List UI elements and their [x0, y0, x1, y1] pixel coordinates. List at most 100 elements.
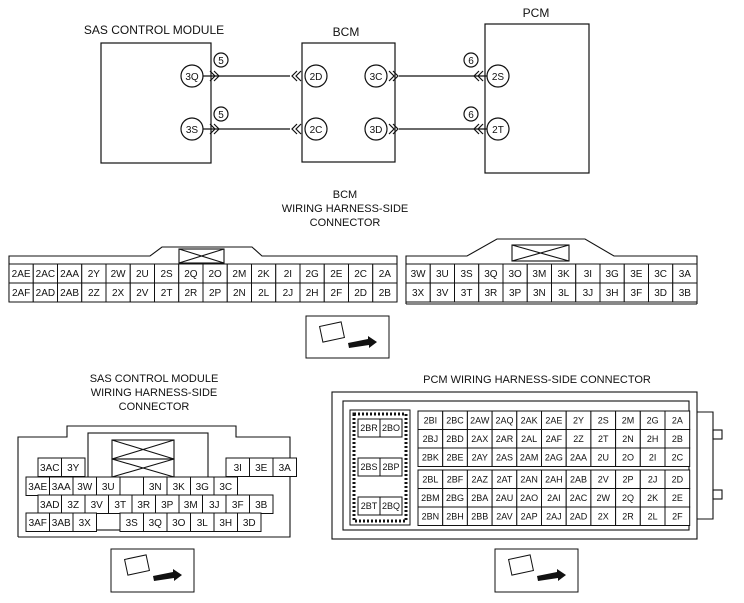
pin-label: 3I	[234, 463, 242, 474]
pin-label: 2J	[648, 474, 658, 484]
pin-label: 2N	[622, 434, 634, 444]
pin-label: 3U	[102, 482, 115, 493]
pin-label: 2F	[672, 511, 683, 521]
pin-label: 2G	[647, 415, 659, 425]
pin-label: 2BS	[360, 462, 377, 472]
pin-label: 2AC	[36, 269, 55, 280]
pin-label: 2I	[284, 269, 292, 280]
sas-connector-title: SAS CONTROL MODULE	[90, 373, 219, 385]
pin-label: 2AB	[570, 474, 587, 484]
pin-label: 2BH	[446, 511, 464, 521]
pin-label: 3X	[412, 288, 425, 299]
pin-label: 2K	[647, 493, 658, 503]
pin-label: 2BQ	[382, 501, 400, 511]
pin-label: 3J	[583, 288, 594, 299]
pin-label: 2S	[492, 72, 505, 83]
bcm-pin-3c	[364, 64, 388, 88]
pin-label: 2AA	[570, 452, 587, 462]
pin-label: 3I	[584, 269, 592, 280]
bcm-pin-2d	[304, 64, 328, 88]
pcm-title: PCM	[523, 6, 550, 20]
pin-label: 3O	[172, 518, 186, 529]
pin-label: 3W	[77, 482, 93, 493]
bcm-box	[301, 42, 396, 163]
pin-label: 3C	[370, 72, 383, 83]
circuit-number: 6	[468, 56, 474, 67]
pin-label: 3E	[630, 269, 643, 280]
pin-label: 2AE	[545, 415, 562, 425]
pin-label: 3S	[126, 518, 139, 529]
view-direction-symbol	[305, 315, 390, 359]
sas-connector-title: CONNECTOR	[119, 401, 190, 413]
sas-control-module-box	[100, 42, 212, 164]
pin-label: 2BB	[471, 511, 488, 521]
pin-label: 2H	[647, 434, 659, 444]
pin-label: 2AL	[521, 434, 537, 444]
pin-label: 3AE	[28, 482, 47, 493]
pin-cell	[272, 457, 297, 477]
pin-label: 2AO	[520, 493, 538, 503]
pcm-connector-title: PCM WIRING HARNESS-SIDE CONNECTOR	[423, 374, 651, 386]
pin-label: 3K	[558, 269, 571, 280]
pin-label: 2R	[184, 288, 197, 299]
bcm-right-connector-outline	[405, 238, 698, 305]
pin-label: 2AR	[496, 434, 514, 444]
pin-label: 2N	[233, 288, 246, 299]
pin-label: 3AD	[40, 500, 59, 511]
pin-label: 2E	[672, 493, 683, 503]
pin-label: 3Z	[67, 500, 79, 511]
pin-label: 2AG	[545, 452, 563, 462]
pin-label: 2D	[672, 474, 684, 484]
pin-label: 2B	[379, 288, 392, 299]
pin-label: 2Q	[622, 493, 634, 503]
pin-label: 2BI	[424, 415, 438, 425]
pin-cell	[664, 506, 691, 526]
pin-cell	[237, 512, 262, 532]
pin-label: 3D	[243, 518, 256, 529]
pin-label: 2Z	[573, 434, 584, 444]
pin-label: 2T	[492, 125, 504, 136]
pin-label: 2AJ	[546, 511, 562, 521]
circuit-number: 5	[218, 110, 224, 121]
sas-title: SAS CONTROL MODULE	[84, 23, 224, 37]
pin-label: 2AT	[497, 474, 513, 484]
pin-label: 2G	[305, 269, 319, 280]
pin-label: 3D	[654, 288, 667, 299]
pin-cell	[379, 496, 403, 516]
pin-label: 2AZ	[471, 474, 488, 484]
pin-label: 3M	[532, 269, 546, 280]
bcm-pin-2c	[304, 117, 328, 141]
pin-label: 3A	[679, 269, 692, 280]
pin-label: 2BF	[447, 474, 464, 484]
pin-label: 3R	[137, 500, 150, 511]
pin-label: 2H	[306, 288, 319, 299]
pin-label: 2O	[208, 269, 222, 280]
pin-label: 2AI	[547, 493, 561, 503]
pin-label: 3N	[533, 288, 546, 299]
pin-label: 2L	[648, 511, 658, 521]
pin-label: 3J	[209, 500, 220, 511]
bcm-title: BCM	[333, 25, 360, 39]
pin-label: 3V	[91, 500, 104, 511]
pin-label: 2BC	[446, 415, 464, 425]
pin-label: 2V	[136, 288, 149, 299]
circuit-number: 5	[218, 56, 224, 67]
pin-label: 2BP	[382, 462, 399, 472]
pin-label: 3G	[196, 482, 210, 493]
pin-label: 3AA	[52, 482, 71, 493]
pin-label: 2AD	[36, 288, 55, 299]
pin-label: 2AD	[570, 511, 588, 521]
pin-label: 2BJ	[423, 434, 439, 444]
pin-label: 2AE	[12, 269, 31, 280]
pin-label: 2BN	[422, 511, 440, 521]
pin-label: 3H	[606, 288, 619, 299]
bcm-connector-title: BCM	[333, 189, 357, 201]
pin-cell	[72, 512, 97, 532]
pin-label: 2D	[310, 72, 323, 83]
pin-label: 2Z	[88, 288, 100, 299]
